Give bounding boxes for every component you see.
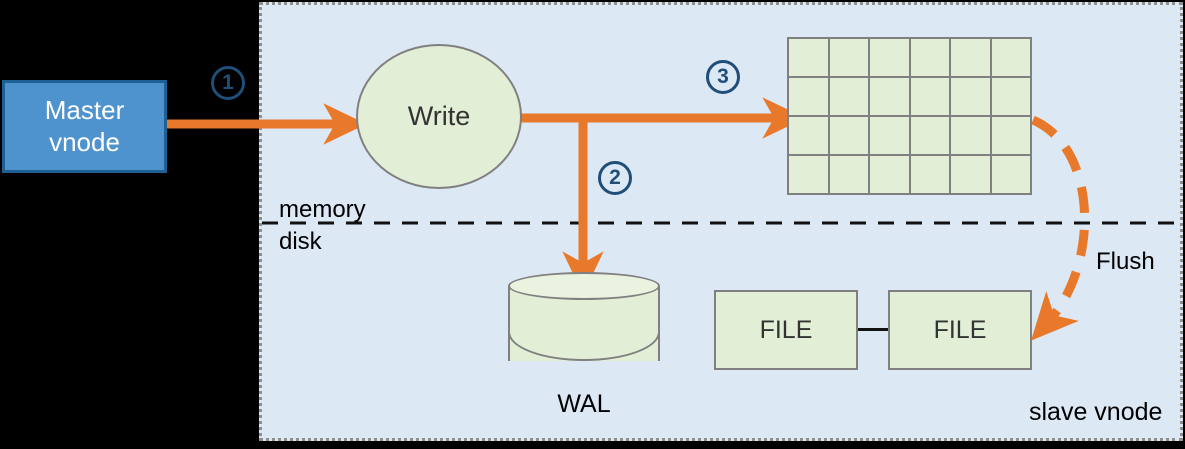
- write-node: Write: [356, 44, 522, 189]
- file-box-1: FILE: [714, 290, 858, 370]
- step-badge-1: 1: [211, 66, 245, 100]
- memtable-cell: [991, 78, 1030, 115]
- memtable-cell: [829, 156, 868, 193]
- memtable-cell: [829, 117, 868, 154]
- memtable-cell: [829, 78, 868, 115]
- master-vnode-box: Master vnode: [2, 80, 167, 173]
- master-vnode-line2: vnode: [49, 126, 120, 157]
- memtable-cell: [991, 39, 1030, 76]
- memtable-cell: [910, 39, 949, 76]
- memtable-cell: [789, 78, 828, 115]
- memtable-cell: [789, 117, 828, 154]
- memtable-cell: [910, 117, 949, 154]
- memtable-cell: [951, 117, 990, 154]
- file-box-2: FILE: [888, 290, 1032, 370]
- memtable-cell: [789, 156, 828, 193]
- memtable-cell: [829, 39, 868, 76]
- memtable-cell: [870, 156, 909, 193]
- memtable-cell: [870, 39, 909, 76]
- memtable-cell: [991, 156, 1030, 193]
- memtable-cell: [910, 156, 949, 193]
- step-badge-2: 2: [598, 161, 632, 195]
- memtable-cell: [951, 78, 990, 115]
- wal-label: WAL: [557, 390, 611, 418]
- memory-label: memory: [279, 196, 366, 223]
- memtable-cell: [951, 39, 990, 76]
- wal-cylinder: [508, 272, 660, 375]
- wal-cylinder-top: [508, 272, 660, 300]
- memtable-grid: [787, 37, 1032, 195]
- write-node-label: Write: [407, 101, 471, 131]
- file-connector-line: [858, 328, 888, 331]
- master-vnode-line1: Master: [44, 94, 125, 125]
- memtable-cell: [870, 117, 909, 154]
- memtable-cell: [870, 78, 909, 115]
- memtable-cell: [951, 156, 990, 193]
- memtable-cell: [991, 117, 1030, 154]
- flush-label: Flush: [1096, 248, 1155, 275]
- memtable-cell: [910, 78, 949, 115]
- memtable-cell: [789, 39, 828, 76]
- disk-label: disk: [279, 228, 322, 255]
- slave-vnode-label: slave vnode: [1029, 398, 1163, 426]
- step-badge-3: 3: [706, 60, 740, 94]
